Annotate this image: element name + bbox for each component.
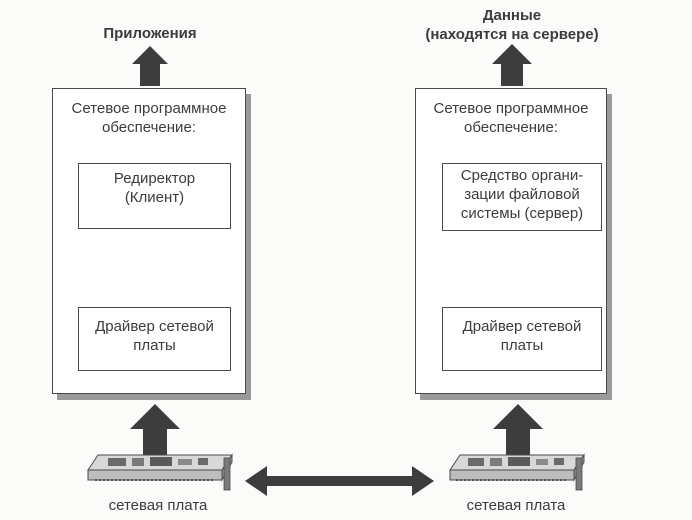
right-nic-driver-line-1: Драйвер сетевой [462,318,582,335]
left-nic-label: сетевая плата [88,496,228,515]
right-nic-label: сетевая плата [446,496,586,515]
redirector-module: Редиректор (Клиент) [78,163,231,229]
left-nic-driver-module: Драйвер сетевой платы [78,307,231,371]
left-top-caption-text: Приложения [103,25,197,42]
file-system-module: Средство органи- зации файловой системы … [442,163,602,231]
left-panel-title-line-2: обеспечение: [102,119,196,136]
right-software-panel: Сетевое программное обеспечение: Средств… [415,88,607,394]
redirector-module-line-1: Редиректор [113,170,196,187]
arrow-up-icon [493,404,543,456]
left-top-caption: Приложения [60,24,240,43]
left-software-panel: Сетевое программное обеспечение: Редирек… [52,88,246,394]
left-nic-label-text: сетевая плата [108,497,208,514]
right-panel-title-line-2: обеспечение: [464,119,558,136]
file-system-module-line-3: системы (сервер) [460,205,584,222]
double-arrow-icon [245,466,434,496]
network-card-icon [449,453,585,491]
arrow-up-icon [130,404,180,456]
right-panel-title: Сетевое программное обеспечение: [416,99,606,137]
network-card-icon [87,453,233,491]
redirector-module-line-2: (Клиент) [124,189,185,206]
left-nic-driver-line-2: платы [133,337,176,354]
left-panel-title-line-1: Сетевое программное [71,100,227,117]
arrow-up-icon [132,46,168,86]
right-nic-driver-line-2: платы [500,337,544,354]
file-system-module-line-1: Средство органи- [460,167,584,184]
file-system-module-line-2: зации файловой [464,186,580,203]
right-top-caption: Данные (находятся на сервере) [402,6,622,44]
arrow-up-icon [492,44,532,86]
left-nic-driver-line-1: Драйвер сетевой [95,318,214,335]
right-top-caption-line-2: (находятся на сервере) [425,26,599,43]
right-nic-label-text: сетевая плата [466,497,566,514]
left-panel-title: Сетевое программное обеспечение: [53,99,245,137]
right-nic-driver-module: Драйвер сетевой платы [442,307,602,371]
right-top-caption-line-1: Данные [482,7,542,24]
right-panel-title-line-1: Сетевое программное [433,100,589,117]
